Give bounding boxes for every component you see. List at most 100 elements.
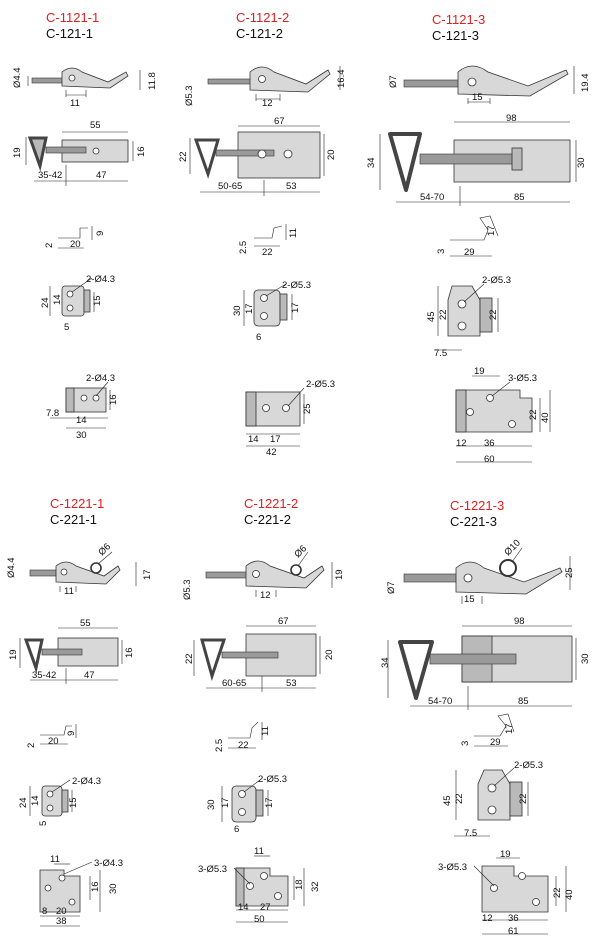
dim-clip-thickness: 2 [44, 243, 55, 248]
dim-clip-width: 20 [48, 736, 59, 747]
dim-loop-height: 34 [366, 157, 377, 168]
dim-body-height: 20 [326, 149, 337, 160]
dim-side-height: 19.4 [580, 74, 591, 93]
side-view-drawing [27, 67, 141, 97]
dim-adjust-range: 35-42 [32, 670, 56, 681]
dim-base-edge: 12 [456, 438, 467, 449]
dim-base-overall: 40 [540, 412, 551, 423]
top-view-drawing [193, 625, 321, 692]
dim-plate-holes: 2-Ø5.3 [258, 774, 287, 785]
model-c-1221-1: C-1221-1 C-221-1 Ø4.4 11 17 Ø6 55 19 16 [6, 496, 153, 927]
base-plate-drawing [39, 861, 101, 927]
dim-plate-holes: 2-Ø4.3 [72, 776, 101, 787]
dim-ring-diameter: Ø10 [502, 538, 522, 558]
dim-clip-height: 11 [260, 726, 271, 736]
dim-hole-offset: 6 [256, 332, 261, 343]
keeper-plate-drawing [29, 779, 73, 817]
model-code-red: C-1221-2 [244, 496, 298, 511]
model-code-black: C-221-1 [50, 512, 97, 527]
dim-clip-width: 22 [238, 740, 249, 751]
dim-side-width: 15 [464, 594, 475, 605]
dim-adjust-range: 54-70 [428, 696, 452, 707]
dim-base-pitch: 36 [508, 913, 519, 924]
dim-plate-height: 45 [426, 311, 437, 322]
keeper-plate-drawing [243, 283, 293, 327]
dim-base-top: 11 [254, 846, 264, 857]
model-c-1221-3: C-1221-3 C-221-3 Ø7 15 25 Ø10 98 34 [380, 498, 591, 937]
dim-hole-offset: 5 [38, 821, 49, 826]
base-plate-drawing [50, 381, 111, 429]
dim-hole-pitch: 22 [438, 309, 449, 320]
dim-side-width: 15 [472, 92, 483, 103]
dim-plate-height: 30 [206, 799, 217, 810]
dim-base-width: 38 [56, 916, 67, 927]
dim-side-height: 16.4 [336, 70, 347, 89]
keeper-plate-drawing [454, 767, 529, 837]
dim-base-height: 22 [528, 409, 539, 420]
dim-base-width: 61 [508, 926, 519, 937]
dim-side-width: 11 [64, 586, 74, 597]
model-c-1221-2: C-1221-2 C-221-2 Ø5.3 12 19 Ø6 67 22 20 [182, 496, 345, 925]
base-plate-drawing [473, 857, 567, 935]
dim-base-pitch: 14 [76, 415, 87, 426]
dim-base-height: 25 [302, 403, 313, 414]
dim-clip-height: 9 [95, 231, 106, 236]
dim-plate-right: 22 [518, 793, 529, 804]
dim-base-holes: 3-Ø5.3 [438, 862, 467, 873]
dim-top-length: 55 [80, 618, 91, 629]
dim-side-width: 11 [70, 98, 80, 109]
dim-adjust-range: 54-70 [420, 192, 444, 203]
dim-base-holes: 3-Ø5.3 [198, 864, 227, 875]
clip-drawing [40, 724, 77, 745]
dim-body-length: 47 [96, 170, 107, 181]
dim-rod-diameter: Ø4.4 [6, 557, 17, 578]
dim-clip-thickness: 2.5 [238, 241, 249, 254]
keeper-plate-drawing [221, 779, 269, 823]
dim-base-pitch: 20 [56, 906, 67, 917]
dim-plate-height: 24 [18, 797, 29, 808]
clip-drawing [58, 226, 93, 249]
dim-body-length: 47 [84, 670, 95, 681]
top-view-drawing [25, 131, 134, 186]
keeper-plate-drawing [49, 277, 95, 317]
dim-base-overall: 30 [108, 883, 119, 894]
dim-side-width: 12 [262, 98, 273, 109]
dim-body-length: 53 [286, 678, 297, 689]
dim-ring-diameter: Ø6 [96, 541, 113, 558]
dim-rod-diameter: Ø4.4 [12, 67, 23, 88]
dim-plate-holes: 2-Ø5.3 [482, 275, 511, 286]
dim-base-top: 11 [50, 854, 60, 865]
dim-base-holes: 2-Ø4.3 [86, 373, 115, 384]
dim-plate-holes: 2-Ø4.3 [86, 274, 115, 285]
dim-plate-holes: 2-Ø5.3 [514, 760, 543, 771]
dim-base-holes: 3-Ø4.3 [94, 858, 123, 869]
dim-base-width: 42 [266, 447, 277, 458]
dim-plate-holes: 2-Ø5.3 [282, 280, 311, 291]
dim-hole-pitch: 17 [244, 303, 255, 314]
dim-base-edge: 14 [248, 434, 259, 445]
dim-base-overall: 40 [564, 889, 575, 900]
dim-hole-pitch: 17 [220, 797, 231, 808]
dim-base-width: 50 [254, 914, 265, 925]
dim-clip-thickness: 3 [436, 249, 447, 254]
dim-plate-right: 17 [264, 797, 275, 808]
dim-rod-diameter: Ø5.3 [182, 579, 193, 600]
dim-base-height: 16 [90, 881, 101, 892]
model-code-black: C-221-3 [450, 514, 497, 529]
dim-hole-pitch: 14 [52, 294, 63, 305]
side-view-drawing [29, 551, 137, 592]
dim-rod-diameter: Ø7 [386, 581, 397, 594]
dim-hole-offset: 6 [234, 824, 239, 835]
clip-drawing [474, 713, 515, 747]
dim-plate-right: 15 [68, 797, 79, 808]
dim-side-height: 17 [142, 569, 153, 580]
dim-loop-height: 34 [380, 657, 391, 668]
dim-hole-offset: 5 [64, 322, 69, 333]
dim-base-width: 60 [484, 454, 495, 465]
top-view-drawing [379, 121, 577, 206]
dim-top-length: 67 [274, 116, 285, 127]
dim-base-height: 22 [552, 887, 563, 898]
top-view-drawing [19, 627, 123, 684]
model-c-1121-3: C-1121-3 C-121-3 Ø7 15 19.4 98 34 30 54-… [366, 12, 591, 465]
